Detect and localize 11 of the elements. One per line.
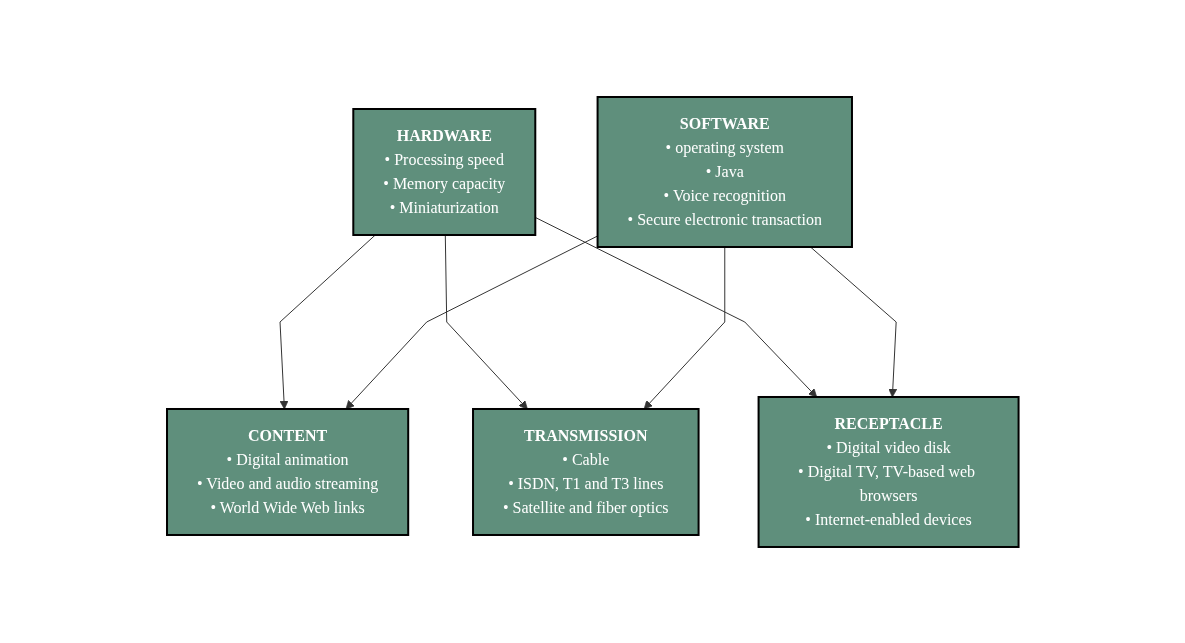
arrow [444, 234, 528, 409]
node-box: HARDWARE • Processing speed • Memory capacity • Miniaturization [352, 107, 536, 236]
arrow [279, 234, 376, 409]
node-box: TRANSMISSION • Cable • ISDN, T1 and T3 lines • Satellite and fiber optics [471, 407, 700, 536]
node-box: CONTENT • Digital animation • Video and audio streaming • World Wide Web links [165, 407, 409, 536]
arrow [809, 246, 897, 397]
arrow [643, 246, 725, 409]
arrow [534, 216, 817, 397]
node-box: RECEPTACLE • Digital video disk • Digital TV, TV-based web browsers • Internet-enabled devices [757, 395, 1020, 548]
node-box: SOFTWARE • operating system • Java • Voice recognition • Secure electronic transaction [596, 95, 853, 248]
arrow [345, 235, 598, 409]
